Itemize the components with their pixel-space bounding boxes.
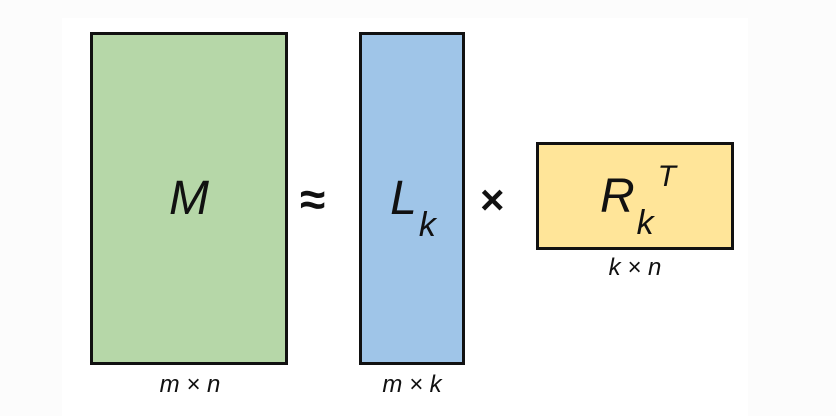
matrix-r-box: RkT bbox=[536, 142, 734, 250]
matrix-m-box: M bbox=[90, 32, 288, 365]
matrix-l-dims: m × k bbox=[382, 371, 442, 398]
matrix-r-subscript: k bbox=[636, 203, 654, 242]
matrix-r-symbol: R bbox=[600, 169, 635, 223]
matrix-m-dims: m × n bbox=[159, 371, 221, 398]
matrix-l-subscript: k bbox=[418, 206, 436, 244]
times-operator: × bbox=[480, 176, 505, 223]
approx-operator: ≈ bbox=[300, 173, 326, 225]
matrix-r-dims: k × n bbox=[608, 254, 662, 281]
matrix-r-superscript: T bbox=[657, 159, 676, 193]
matrix-m-symbol: M bbox=[169, 172, 209, 225]
matrix-l-box: Lk bbox=[359, 32, 465, 365]
matrix-l-symbol: L bbox=[390, 172, 417, 225]
